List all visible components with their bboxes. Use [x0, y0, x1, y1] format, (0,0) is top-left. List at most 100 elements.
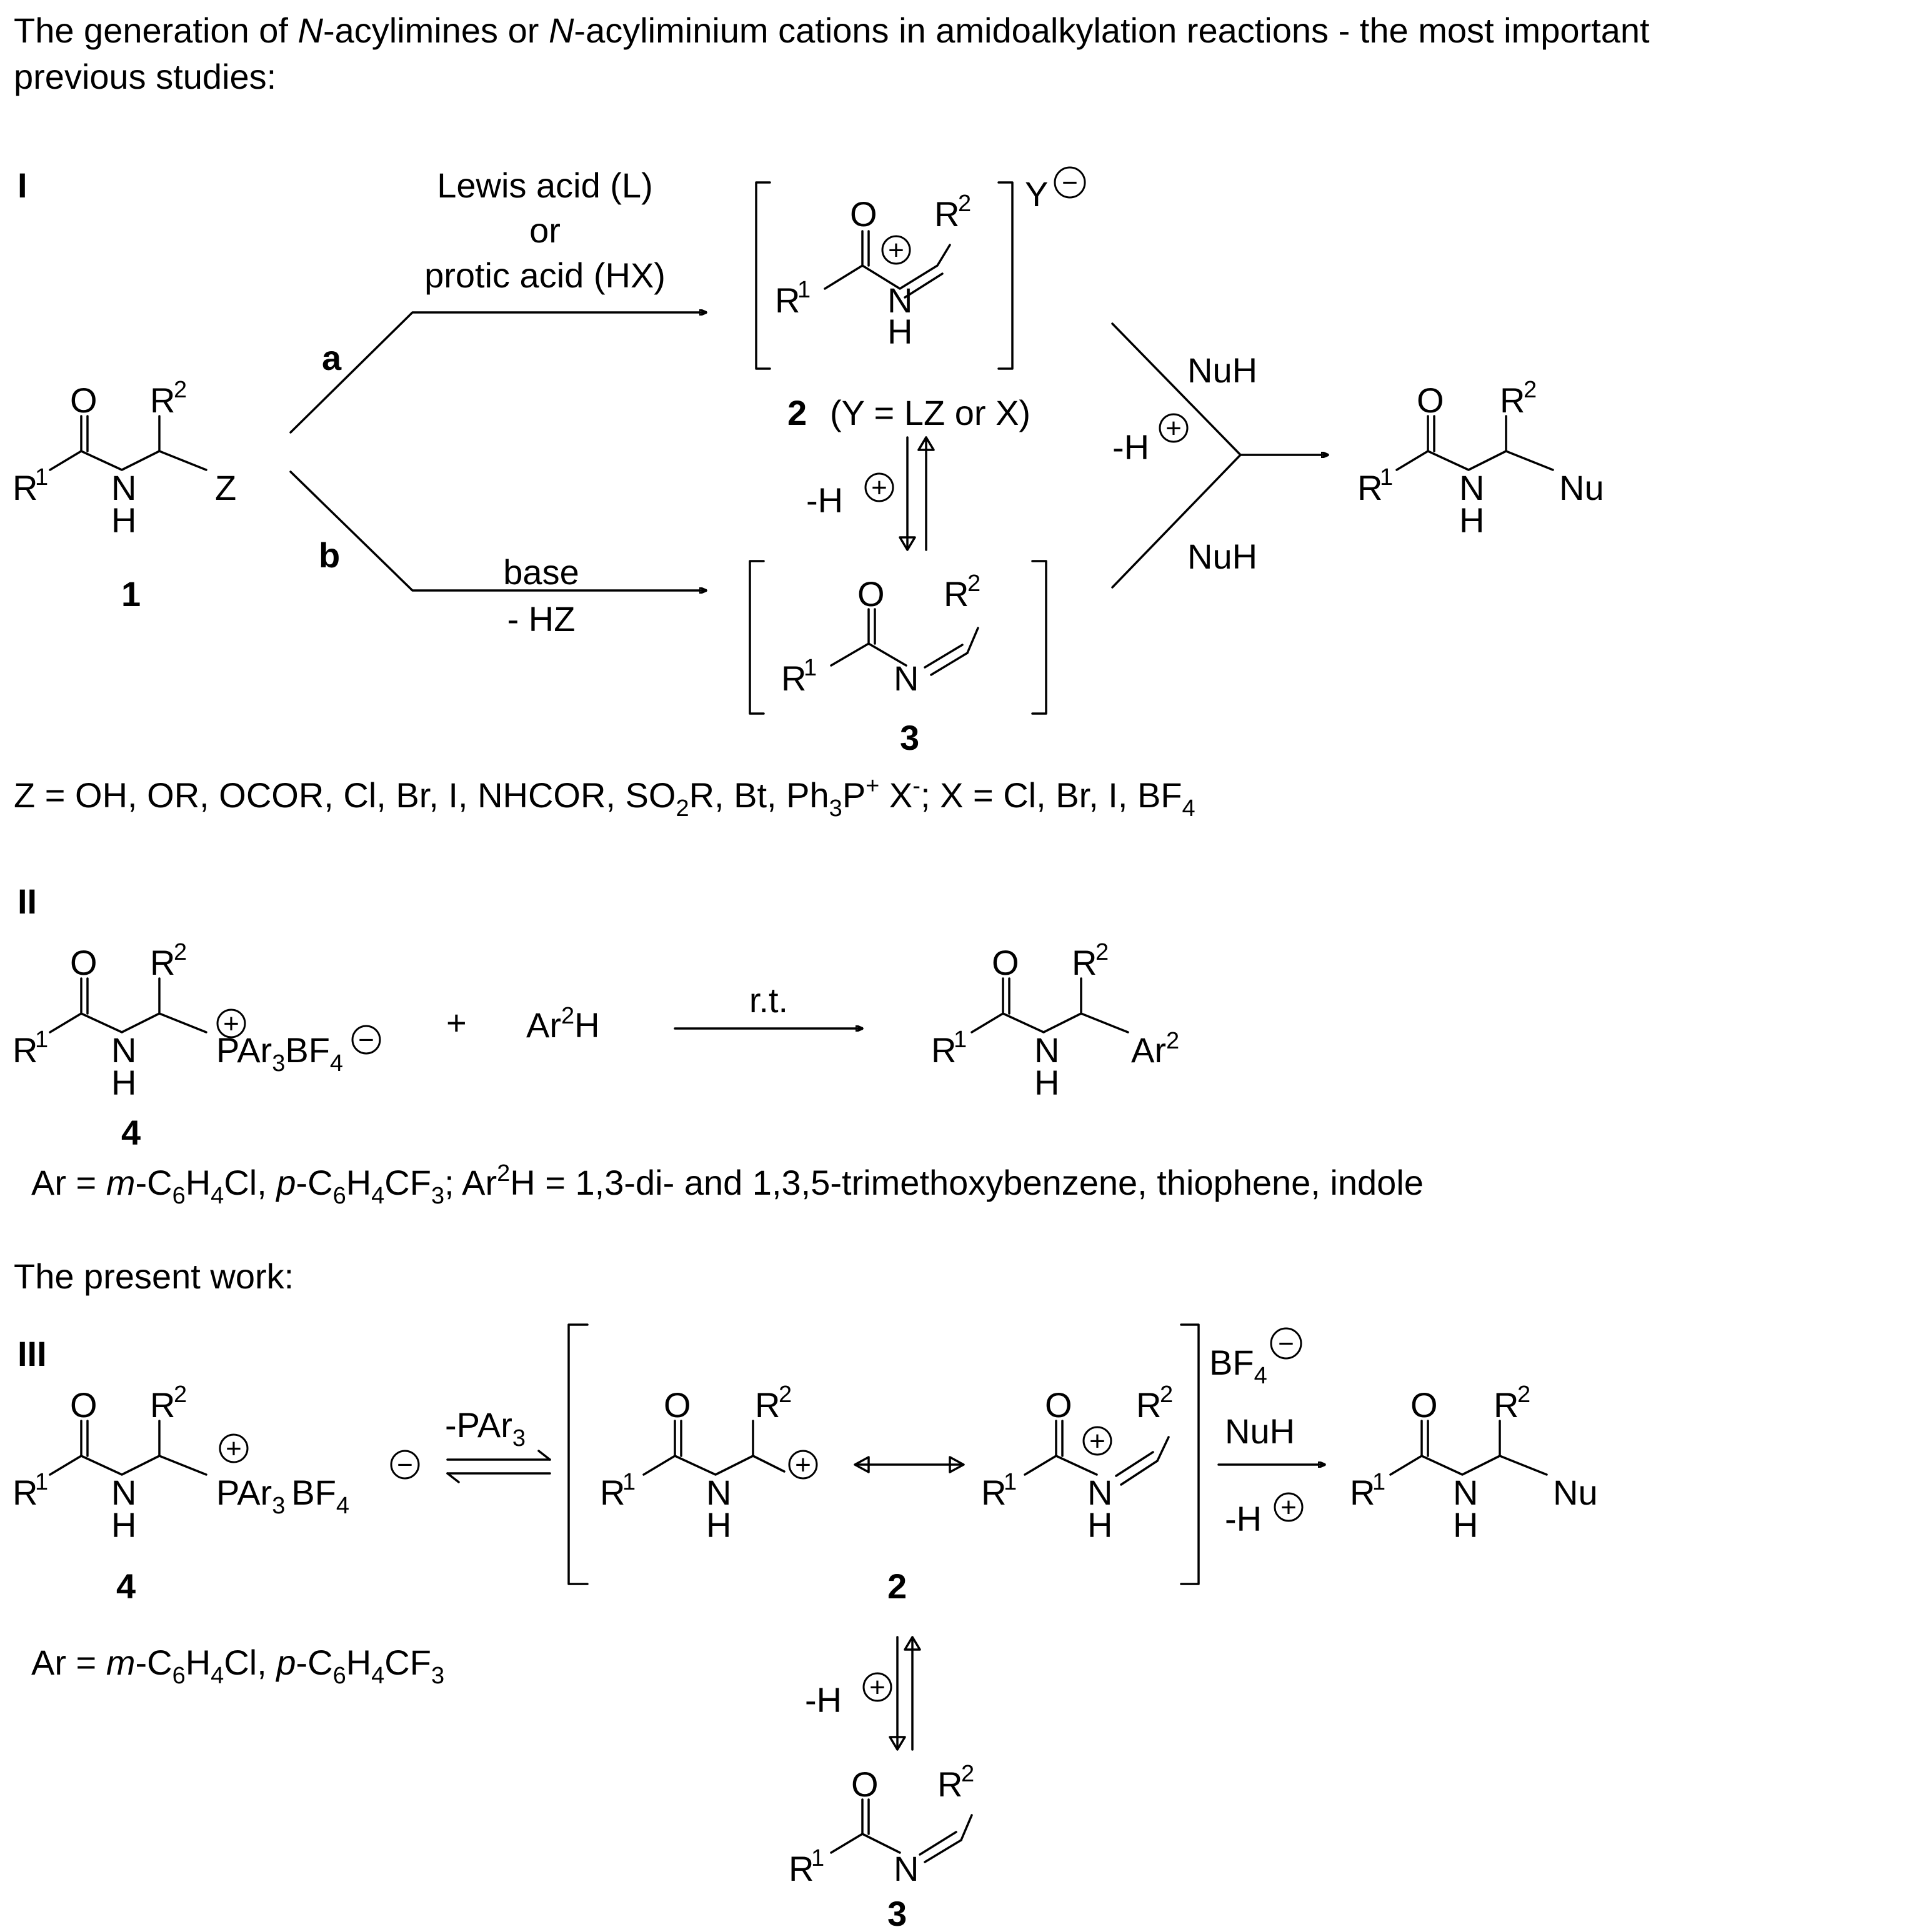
- svg-text:+: +: [226, 1433, 242, 1464]
- svg-text:2: 2: [174, 1382, 187, 1408]
- route-a-label: a: [322, 338, 342, 377]
- compound-2-iminium: O R1 N H R2 + Y −: [755, 166, 1086, 370]
- svg-text:2: 2: [174, 377, 187, 403]
- svg-text:O: O: [1045, 1385, 1072, 1425]
- svg-text:1: 1: [954, 1027, 967, 1053]
- cond-a-1: Lewis acid (L): [437, 166, 652, 205]
- svg-text:Ar2: Ar2: [1131, 1028, 1179, 1070]
- svg-text:1: 1: [1372, 1469, 1385, 1495]
- equilibrium-pa-r3: -PAr3: [445, 1405, 551, 1483]
- svg-text:Z: Z: [215, 468, 236, 507]
- svg-text:1: 1: [35, 1469, 48, 1495]
- svg-text:2: 2: [779, 1382, 792, 1408]
- compound-4-label-iii: 4: [116, 1566, 136, 1606]
- svg-text:−: −: [1062, 167, 1078, 198]
- section-iii-label: III: [17, 1334, 47, 1373]
- svg-text:O: O: [70, 381, 97, 420]
- svg-text:R: R: [789, 1849, 814, 1888]
- svg-text:R: R: [944, 574, 969, 614]
- svg-text:N: N: [111, 468, 136, 507]
- svg-text:R: R: [781, 659, 806, 698]
- svg-text:O: O: [851, 1765, 879, 1804]
- svg-text:O: O: [70, 943, 97, 982]
- compound-2-caption: (Y = LZ or X): [830, 393, 1030, 432]
- section-ii-footnote: Ar = m-C6H4Cl, p-C6H4CF3; Ar2H = 1,3-di-…: [31, 1160, 1424, 1209]
- plus-sign-ii: +: [446, 1003, 467, 1042]
- svg-text:R: R: [981, 1473, 1006, 1512]
- section-ii-label: II: [17, 882, 37, 921]
- svg-text:+: +: [888, 235, 904, 266]
- svg-text:2: 2: [1517, 1382, 1530, 1408]
- svg-text:−: −: [1278, 1328, 1294, 1359]
- compound-2-resonance: O R1 N H R2 + O R1 N H + R2 BF4 −: [567, 1323, 1302, 1585]
- svg-text:N: N: [1034, 1030, 1059, 1070]
- svg-text:1: 1: [35, 1027, 48, 1053]
- cond-b-2: - HZ: [507, 599, 576, 639]
- converge-arrow: NuH -H + NuH: [1111, 322, 1329, 589]
- svg-text:+: +: [869, 1672, 886, 1703]
- svg-text:H: H: [111, 500, 136, 540]
- svg-text:O: O: [992, 943, 1019, 982]
- equilibrium-2-3-iii: -H +: [805, 1636, 921, 1751]
- svg-text:R: R: [150, 943, 175, 982]
- svg-text:R: R: [600, 1473, 625, 1512]
- compound-3-imine: O R1 N R2: [749, 560, 1047, 715]
- svg-text:N: N: [111, 1030, 136, 1070]
- svg-text:NuH: NuH: [1187, 537, 1257, 576]
- route-b-label: b: [319, 535, 340, 575]
- svg-text:-H: -H: [805, 1680, 842, 1720]
- nuh-arrow-iii: NuH -H +: [1217, 1412, 1326, 1538]
- svg-text:N: N: [894, 1849, 919, 1888]
- svg-text:R: R: [931, 1030, 956, 1070]
- svg-text:1: 1: [797, 277, 811, 303]
- condition-rt: r.t.: [749, 980, 788, 1020]
- svg-text:H: H: [1459, 500, 1484, 540]
- compound-4-label-ii: 4: [121, 1113, 141, 1152]
- svg-text:−: −: [397, 1450, 413, 1480]
- svg-text:N: N: [111, 1473, 136, 1512]
- svg-text:1: 1: [35, 464, 48, 490]
- heading-line-1: The generation of N-acylimines or N-acyl…: [14, 11, 1650, 50]
- svg-text:H: H: [111, 1063, 136, 1102]
- svg-text:N: N: [1087, 1473, 1112, 1512]
- cond-a-2: or: [529, 211, 561, 250]
- svg-text:N: N: [1453, 1473, 1478, 1512]
- section-iii-footnote: Ar = m-C6H4Cl, p-C6H4CF3: [31, 1643, 444, 1689]
- route-a-line: [289, 312, 707, 434]
- present-work-heading: The present work:: [14, 1257, 294, 1296]
- svg-text:R: R: [1136, 1385, 1161, 1425]
- svg-text:N: N: [1459, 468, 1484, 507]
- compound-1-label: 1: [121, 574, 141, 614]
- svg-text:R: R: [755, 1385, 780, 1425]
- svg-text:Nu: Nu: [1559, 468, 1604, 507]
- svg-text:2: 2: [958, 191, 971, 217]
- svg-text:-H: -H: [1112, 427, 1149, 467]
- reagent-ar2h: Ar2H: [526, 1003, 600, 1045]
- product-ii: O R1 N H R2 Ar2: [931, 939, 1179, 1102]
- cond-b-1: base: [503, 552, 579, 592]
- section-i-footnote: Z = OH, OR, OCOR, Cl, Br, I, NHCOR, SO2R…: [14, 773, 1195, 822]
- cond-a-3: protic acid (HX): [424, 256, 666, 295]
- svg-text:+: +: [871, 472, 887, 503]
- section-i-label: I: [17, 166, 27, 205]
- svg-text:NuH: NuH: [1225, 1412, 1295, 1451]
- svg-text:O: O: [1410, 1385, 1438, 1425]
- svg-text:R: R: [150, 1385, 175, 1425]
- svg-text:Y: Y: [1025, 174, 1048, 214]
- svg-text:O: O: [664, 1385, 691, 1425]
- svg-text:+: +: [1280, 1492, 1297, 1523]
- svg-text:H: H: [1034, 1063, 1059, 1102]
- svg-text:R: R: [12, 1473, 37, 1512]
- route-b-line: [289, 471, 707, 590]
- svg-text:R: R: [937, 1765, 962, 1804]
- svg-text:R: R: [934, 194, 959, 234]
- svg-text:2: 2: [1524, 377, 1537, 403]
- svg-text:R: R: [775, 281, 800, 320]
- svg-text:R: R: [1072, 943, 1097, 982]
- svg-text:O: O: [70, 1385, 97, 1425]
- svg-text:PAr3BF4: PAr3BF4: [216, 1030, 343, 1077]
- svg-text:+: +: [795, 1450, 811, 1480]
- svg-text:H: H: [887, 312, 912, 351]
- svg-text:1: 1: [811, 1845, 824, 1871]
